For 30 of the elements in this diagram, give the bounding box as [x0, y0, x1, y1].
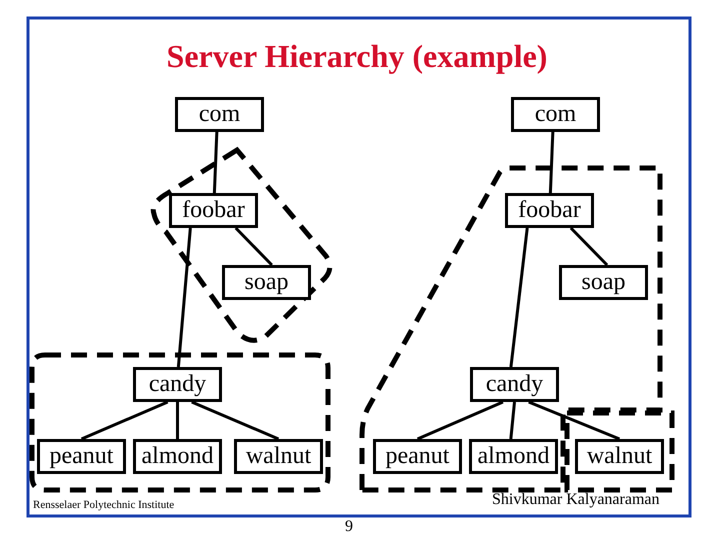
- domain-node: com: [511, 97, 600, 132]
- domain-node: walnut: [575, 439, 664, 474]
- domain-node: com: [175, 97, 264, 132]
- domain-node: candy: [133, 367, 222, 402]
- connector-line: [80, 400, 168, 440]
- connector-line: [176, 402, 179, 439]
- domain-node: peanut: [373, 439, 462, 474]
- connector-line: [176, 228, 192, 368]
- author-name: Shivkumar Kalyanaraman: [492, 491, 660, 509]
- domain-node: almond: [469, 439, 558, 474]
- connector-line: [234, 226, 273, 266]
- domain-node: soap: [559, 265, 648, 300]
- domain-node: peanut: [37, 439, 126, 474]
- page-number: 9: [345, 518, 353, 536]
- domain-node: soap: [222, 265, 311, 300]
- connector-line: [548, 132, 554, 194]
- footer-institution-text: Rensselaer Polytechnic Institute: [33, 499, 174, 511]
- domain-node: foobar: [505, 193, 594, 228]
- connector-line: [528, 400, 620, 440]
- connector-line: [570, 226, 608, 266]
- connector-line: [416, 400, 504, 440]
- connector-line: [509, 228, 529, 368]
- domain-node: foobar: [169, 193, 258, 228]
- connector-line: [509, 402, 516, 440]
- slide-title: Server Hierarchy (example): [166, 38, 548, 75]
- domain-node: walnut: [234, 439, 323, 474]
- connector-line: [212, 132, 218, 194]
- domain-node: almond: [133, 439, 222, 474]
- connector-line: [191, 400, 280, 440]
- domain-node: candy: [470, 367, 559, 402]
